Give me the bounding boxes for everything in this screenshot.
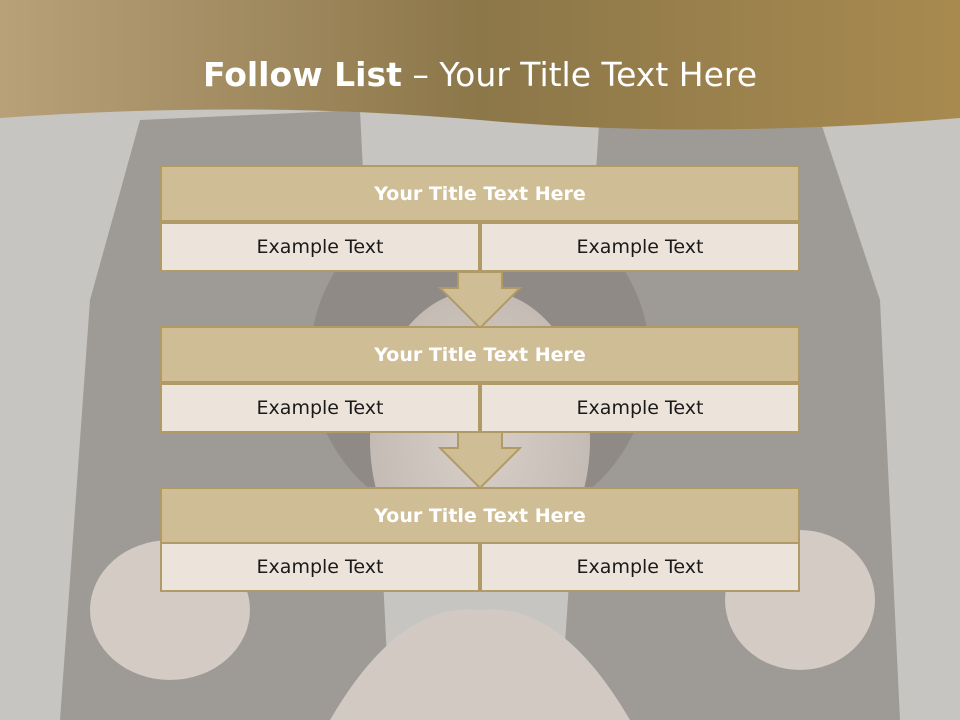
block-3-title: Your Title Text Here [160,487,800,544]
block-1-right-cell: Example Text [480,222,800,272]
block-2-title: Your Title Text Here [160,326,800,383]
block-1-left-cell: Example Text [160,222,480,272]
block-1-title: Your Title Text Here [160,165,800,222]
down-arrow-icon [438,272,522,330]
down-arrow-icon [438,432,522,490]
block-2-right-cell: Example Text [480,383,800,433]
slide-title-rest: – Your Title Text Here [401,55,758,94]
block-3-right-cell: Example Text [480,542,800,592]
block-2-left-cell: Example Text [160,383,480,433]
slide-title-bold: Follow List [202,55,402,94]
block-3-left-cell: Example Text [160,542,480,592]
slide-title: Follow List – Your Title Text Here [0,55,960,94]
